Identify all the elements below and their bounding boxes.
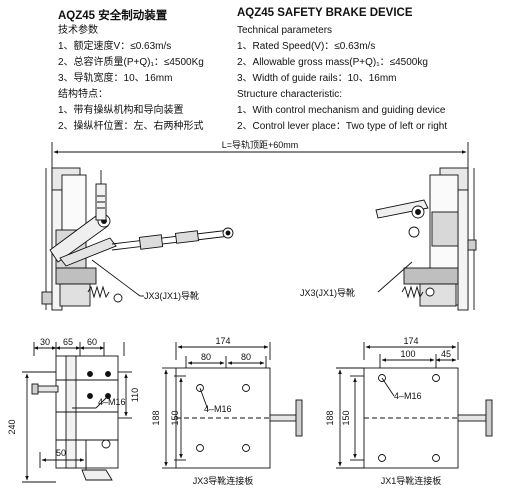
spec-en-title: AQZ45 SAFETY BRAKE DEVICE <box>237 7 413 19</box>
right-detail-view <box>336 342 493 469</box>
spec-en-line: Structure characteristic: <box>237 89 343 100</box>
left-detail-view <box>22 342 132 483</box>
right-caption: JX1导靴连接板 <box>381 475 442 486</box>
spec-cn-line: 2、操纵杆位置：左、右两种形式 <box>58 121 204 132</box>
spec-cn-line: 3、导轨宽度：10、16mm <box>58 73 173 84</box>
left-hole-label: 4–M16 <box>98 397 126 407</box>
left-guide-shoe-callout: JX3(JX1)导靴 <box>144 290 199 301</box>
spec-cn-line: 1、额定速度V：≤0.63m/s <box>58 41 172 52</box>
right-dim-188: 188 <box>325 410 335 425</box>
spec-en-line: 3、Width of guide rails：10、16mm <box>237 73 397 84</box>
left-dim-65: 65 <box>63 337 73 347</box>
spec-cn-line: 2、总容许质量(P+Q)₁：≤4500Kg <box>58 57 204 68</box>
spec-en-line: 2、Control lever place：Two type of left o… <box>237 121 448 132</box>
right-dim-100: 100 <box>400 349 415 359</box>
right-guide-shoe-callout: JX3(JX1)导靴 <box>300 287 355 298</box>
right-brake-assembly <box>375 167 477 311</box>
right-dim-174: 174 <box>403 336 418 346</box>
middle-dim-80-b: 80 <box>241 352 251 362</box>
left-brake-assembly <box>41 167 234 311</box>
middle-caption: JX3导靴连接板 <box>193 475 254 486</box>
middle-dim-174: 174 <box>215 336 230 346</box>
middle-detail-view <box>162 342 303 469</box>
middle-dim-188: 188 <box>151 410 161 425</box>
spec-cn-line: 1、带有操纵机构和导向装置 <box>58 105 184 116</box>
spec-cn-line: 结构特点： <box>58 89 108 100</box>
left-dim-60: 60 <box>87 337 97 347</box>
spec-cn-title: AQZ45 安全制动装置 <box>58 10 168 22</box>
left-dim-50: 50 <box>56 448 66 458</box>
middle-hole-label: 4–M16 <box>204 404 232 414</box>
spec-en-line: 1、With control mechanism and guiding dev… <box>237 105 446 116</box>
right-dim-45: 45 <box>441 349 451 359</box>
spec-en-line: 1、Rated Speed(V)：≤0.63m/s <box>237 41 376 52</box>
spec-en-line: Technical parameters <box>237 25 333 36</box>
length-dimension <box>51 142 469 170</box>
right-dim-150: 150 <box>341 410 351 425</box>
spec-en-line: 2、Allowable gross mass(P+Q)₁：≤4500kg <box>237 57 428 68</box>
length-label: L=导轨顶距+60mm <box>222 139 299 150</box>
right-hole-label: 4–M16 <box>394 391 422 401</box>
left-dim-110: 110 <box>130 388 140 402</box>
left-dim-30: 30 <box>40 337 50 347</box>
assembly-view: L=导轨顶距+60mm <box>41 139 477 311</box>
middle-dim-150: 150 <box>170 410 180 425</box>
left-dim-240: 240 <box>7 419 17 434</box>
spec-cn-line: 技术参数 <box>58 25 98 36</box>
middle-dim-80-a: 80 <box>201 352 211 362</box>
